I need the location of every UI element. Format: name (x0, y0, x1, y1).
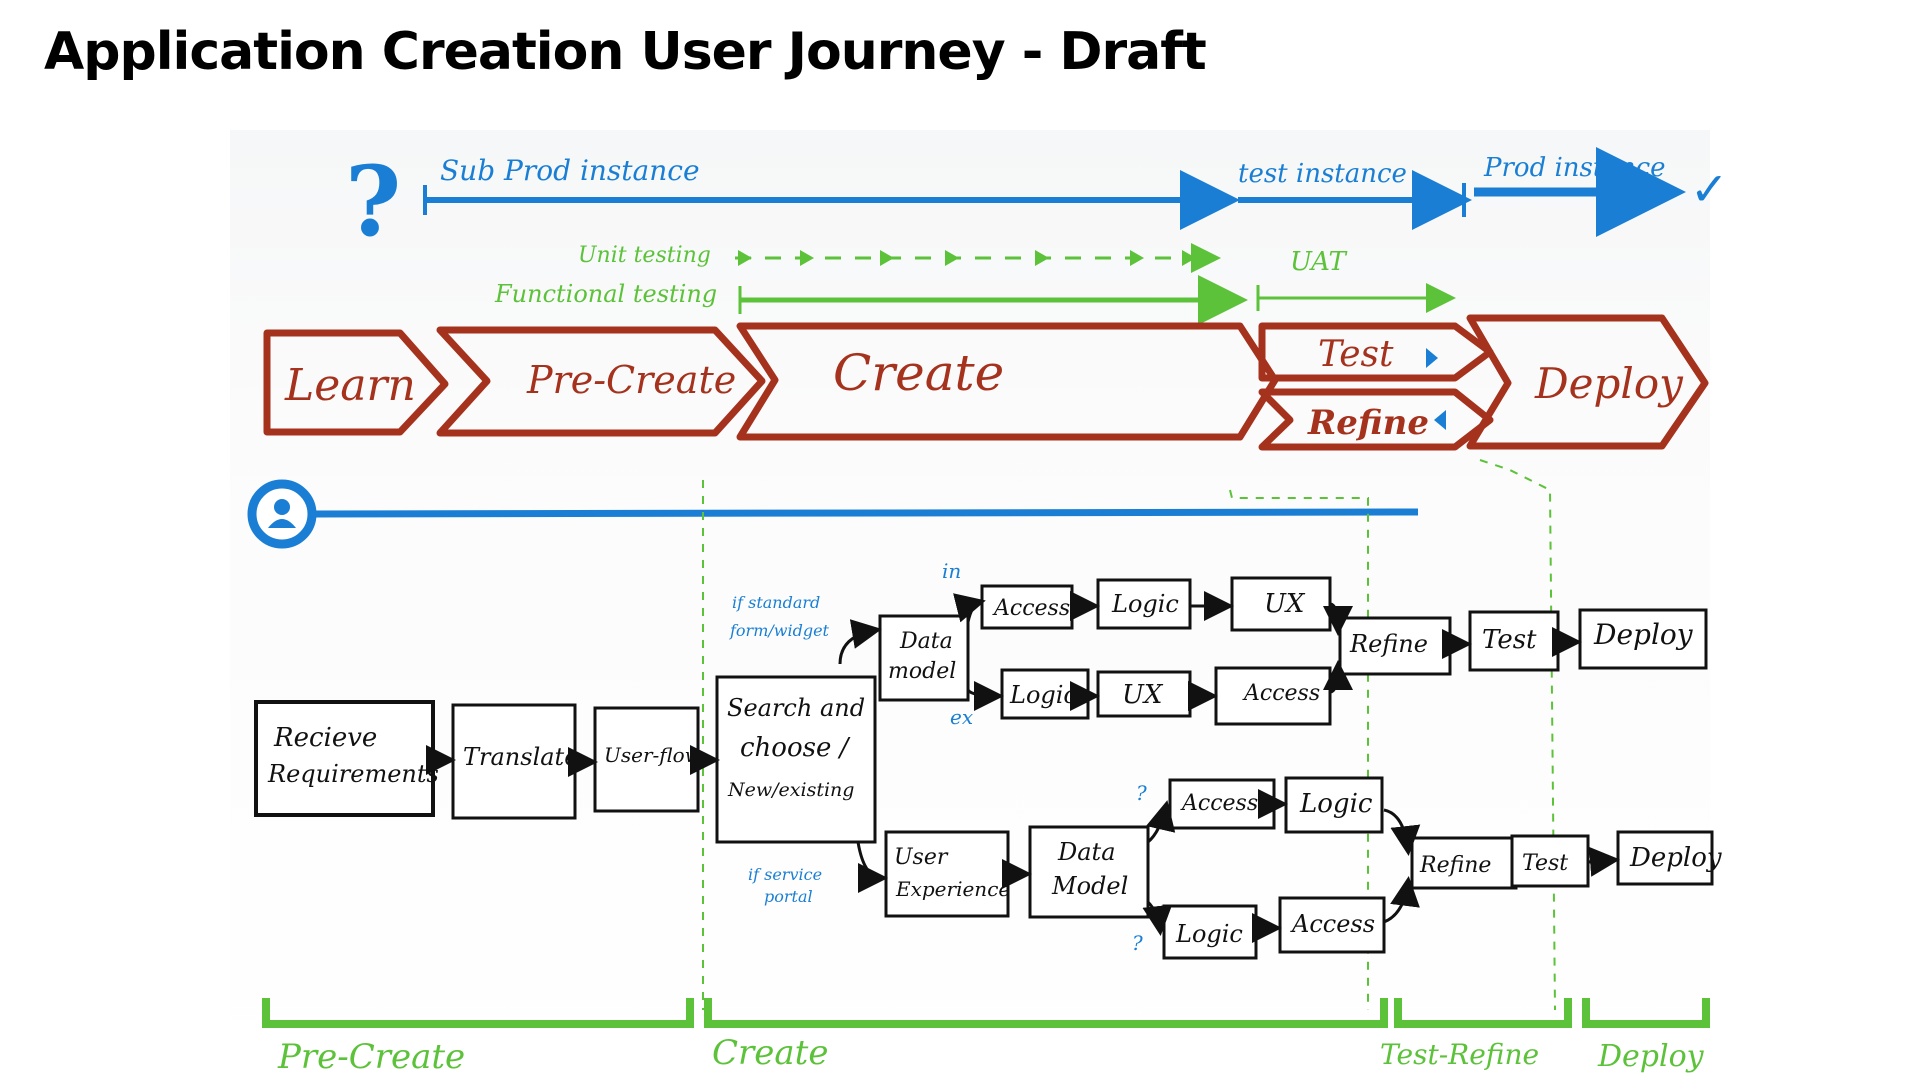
bracket-precreate-label: Pre-Create (277, 1037, 465, 1077)
box-top-ux-1 (1230, 576, 1332, 632)
refine-blue-arrow-icon (1434, 410, 1446, 430)
box-data-model-bottom (1028, 825, 1150, 919)
refine-label: Refine (1307, 403, 1429, 443)
box-bottom-access-1 (1168, 778, 1276, 830)
sub-prod-instance-label: Sub Prod instance (440, 154, 700, 187)
bottom-phase-brackets (262, 998, 1710, 1028)
bracket-deploy-label: Deploy (1597, 1039, 1705, 1074)
box-bottom-test (1510, 834, 1590, 888)
top-refine-label: Refine (1349, 630, 1428, 658)
bottom-logic-2-label: Logic (1175, 920, 1243, 948)
environment-row: ? Sub Prod instance test instance Prod i… (345, 145, 1729, 258)
learn-label: Learn (284, 360, 416, 411)
flow-connectors (426, 591, 1620, 943)
box-search-choose (715, 675, 877, 844)
data-model-bottom-label-2: Model (1051, 872, 1128, 900)
receive-label-1: Recieve (273, 723, 377, 753)
test-blue-arrow-icon (1426, 348, 1438, 368)
search-label-3: New/existing (727, 779, 854, 801)
search-label-2: choose / (740, 733, 851, 763)
question-label-1: ? (1136, 781, 1147, 805)
phase-chevrons (263, 314, 1709, 451)
top-logic-2-label: Logic (1009, 681, 1077, 709)
test-instance-label: test instance (1238, 159, 1407, 189)
flow-boxes (254, 576, 1714, 960)
box-top-deploy (1578, 608, 1708, 670)
persona-row (247, 479, 1419, 549)
ex-label: ex (950, 705, 973, 729)
translate-label: Translate (463, 743, 578, 771)
box-bottom-logic-2 (1162, 904, 1258, 960)
bottom-test-label: Test (1522, 851, 1568, 876)
bottom-access-1-label: Access (1180, 791, 1258, 816)
prod-instance-label: Prod instance (1483, 153, 1666, 183)
bottom-refine-label: Refine (1419, 853, 1491, 878)
search-label-1: Search and (727, 694, 865, 722)
bottom-phase-labels: Pre-Create Create Test-Refine Deploy (277, 1033, 1705, 1077)
functional-testing-label: Functional testing (494, 280, 717, 308)
box-top-logic-1 (1096, 578, 1192, 630)
receive-label-2: Requirements (267, 760, 439, 788)
top-access-2-label: Access (1242, 681, 1320, 706)
precreate-label: Pre-Create (526, 358, 736, 402)
question-mark-icon: ? (345, 145, 401, 258)
refine-chevron (1258, 388, 1494, 451)
phase-divider-lines (702, 459, 1556, 1011)
test-label: Test (1318, 334, 1394, 375)
note-standard-2: form/widget (729, 621, 830, 640)
bracket-precreate (262, 998, 694, 1028)
box-top-ux-2 (1096, 670, 1192, 718)
bottom-logic-1-label: Logic (1299, 789, 1373, 819)
top-logic-1-label: Logic (1111, 590, 1179, 618)
bracket-test-refine (1394, 998, 1572, 1028)
page-title: Application Creation User Journey - Draf… (44, 22, 1207, 82)
user-flow-label: User-flow (604, 743, 702, 767)
deploy-label: Deploy (1534, 359, 1684, 408)
top-test-label: Test (1482, 625, 1537, 655)
bottom-deploy-label: Deploy (1629, 843, 1722, 873)
bracket-test-refine-label: Test-Refine (1380, 1038, 1539, 1071)
top-access-1-label: Access (992, 596, 1070, 621)
note-standard-1: if standard (732, 593, 820, 612)
data-model-bottom-label-1: Data (1057, 838, 1116, 866)
top-deploy-label: Deploy (1593, 618, 1694, 651)
checkmark-icon: ✓ (1690, 162, 1729, 216)
data-model-top-label-2: model (888, 659, 956, 684)
bracket-create-label: Create (712, 1033, 828, 1073)
question-label-2: ? (1132, 931, 1143, 955)
flow-notes: if standard form/widget if service porta… (729, 559, 1147, 955)
learn-chevron (263, 329, 449, 436)
note-service-2: portal (764, 887, 813, 906)
bracket-create (704, 998, 1388, 1028)
deploy-chevron (1466, 314, 1709, 450)
unit-testing-markers (738, 250, 1196, 266)
bracket-deploy (1582, 998, 1710, 1028)
box-user-experience (884, 830, 1010, 918)
unit-testing-label: Unit testing (578, 243, 711, 268)
in-label: in (942, 559, 961, 583)
user-experience-label-1: User (894, 845, 949, 870)
test-chevron (1258, 322, 1494, 382)
top-ux-2-label: UX (1122, 680, 1164, 710)
bottom-access-2-label: Access (1290, 910, 1375, 938)
testing-row: Unit testing Functional testing UAT (494, 243, 1456, 325)
persona-journey-line (311, 508, 1419, 518)
create-label: Create (833, 344, 1004, 402)
top-ux-1-label: UX (1264, 589, 1306, 619)
flow-box-labels: Recieve Requirements Translate User-flow… (267, 589, 1722, 948)
data-model-top-label-1: Data (899, 629, 953, 654)
box-bottom-logic-1 (1284, 776, 1384, 834)
user-experience-label-2: Experience (895, 877, 1010, 901)
box-top-access-2 (1214, 666, 1332, 726)
uat-label: UAT (1290, 247, 1347, 277)
box-data-model-top (878, 614, 970, 702)
precreate-chevron (436, 326, 766, 437)
create-chevron (736, 322, 1279, 441)
phase-labels: Learn Pre-Create Create Test Refine Depl… (284, 334, 1684, 443)
note-service-1: if service (748, 865, 822, 884)
box-receive-requirements (254, 700, 435, 817)
